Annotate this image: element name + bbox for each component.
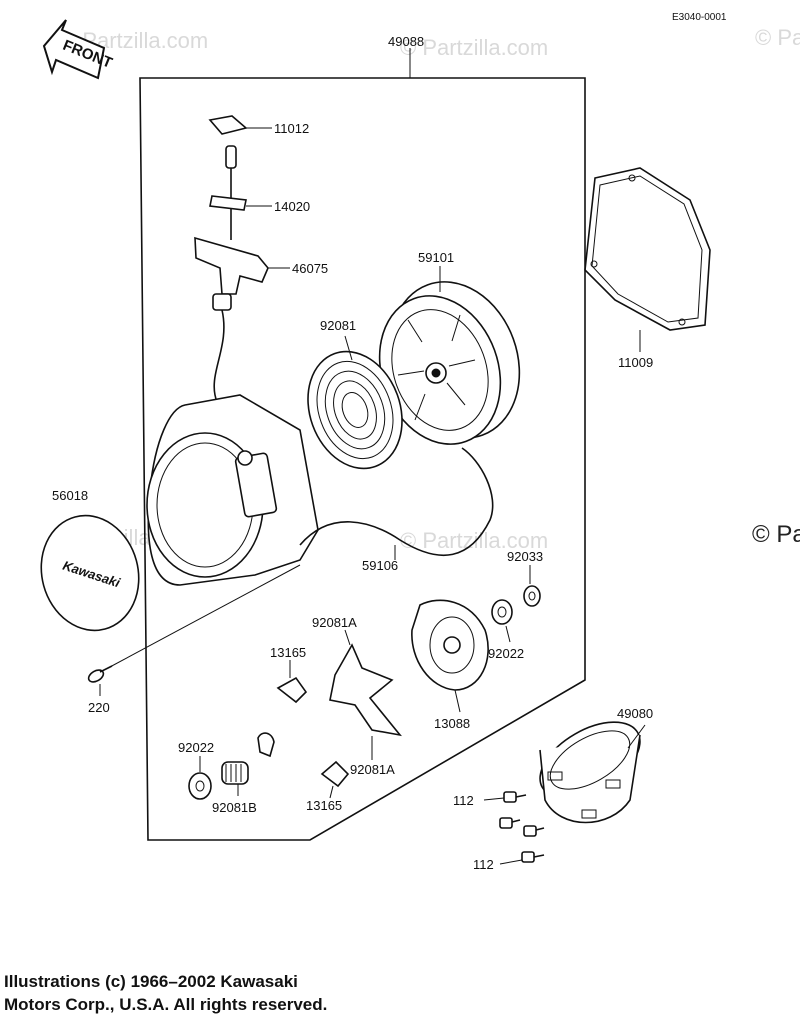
copyright-notice: Illustrations (c) 1966–2002 Kawasaki Mot… (4, 970, 564, 1016)
label-220: 220 (88, 700, 110, 715)
washer-92022-left-icon (188, 756, 212, 800)
starter-housing-icon (146, 394, 319, 586)
recoil-reel-icon (378, 281, 521, 445)
pawl-13165-top-icon (276, 660, 308, 704)
bolt-112-middle-icon (499, 817, 545, 837)
label-59106: 59106 (362, 558, 398, 573)
recoil-spring-icon (307, 335, 403, 470)
label-92081b: 92081B (212, 800, 257, 815)
screw-220-icon (87, 564, 301, 696)
drawing-code: E3040-0001 (672, 12, 727, 23)
friction-spring-icon (329, 629, 402, 760)
watermark-edge: © Pa (752, 521, 800, 548)
label-56018: 56018 (52, 488, 88, 503)
label-13165-top: 13165 (270, 645, 306, 660)
label-92033: 92033 (507, 549, 543, 564)
copyright-line-1: Illustrations (c) 1966–2002 Kawasaki (4, 972, 298, 991)
label-46075: 46075 (292, 261, 328, 276)
assembly-outline (139, 77, 586, 841)
watermark-5: © Partzilla.com (400, 528, 548, 553)
starter-handle-icon (194, 236, 290, 311)
label-112-top: 112 (453, 793, 474, 808)
ratchet-guide-icon (411, 599, 489, 713)
label-49080: 49080 (617, 706, 653, 721)
label-59101: 59101 (418, 250, 454, 265)
label-92081: 92081 (320, 318, 356, 333)
label-49088: 49088 (388, 34, 424, 49)
rope-grip-icon (209, 145, 272, 240)
label-92081a-top: 92081A (312, 615, 357, 630)
bolt-112-top-icon (483, 791, 527, 803)
watermark-3: © Pa (755, 25, 800, 50)
gasket-icon (584, 167, 711, 352)
spring-92081b-icon (221, 761, 249, 796)
clip-92033-icon (523, 565, 541, 607)
label-13088: 13088 (434, 716, 470, 731)
label-11009: 11009 (618, 355, 653, 370)
cap-icon (208, 115, 272, 135)
washer-92022-right-icon (491, 599, 513, 643)
label-92022-left: 92022 (178, 740, 214, 755)
label-92081a-bottom: 92081A (350, 762, 395, 777)
watermark-2: © Partzilla.com (400, 35, 548, 60)
pawl-13165-bottom-icon (320, 760, 350, 799)
copyright-line-2: Motors Corp., U.S.A. All rights reserved… (4, 995, 328, 1014)
starter-pulley-icon (539, 721, 646, 824)
bolt-112-bottom-icon (499, 851, 545, 865)
rope-route (299, 447, 494, 557)
label-13165-bottom: 13165 (306, 798, 342, 813)
kawasaki-badge: Kawasaki (40, 514, 140, 632)
pawl-icon (257, 732, 275, 758)
label-11012: 11012 (274, 121, 309, 136)
label-14020: 14020 (274, 199, 310, 214)
label-112-bottom: 112 (473, 857, 494, 872)
label-92022-right: 92022 (488, 646, 524, 661)
